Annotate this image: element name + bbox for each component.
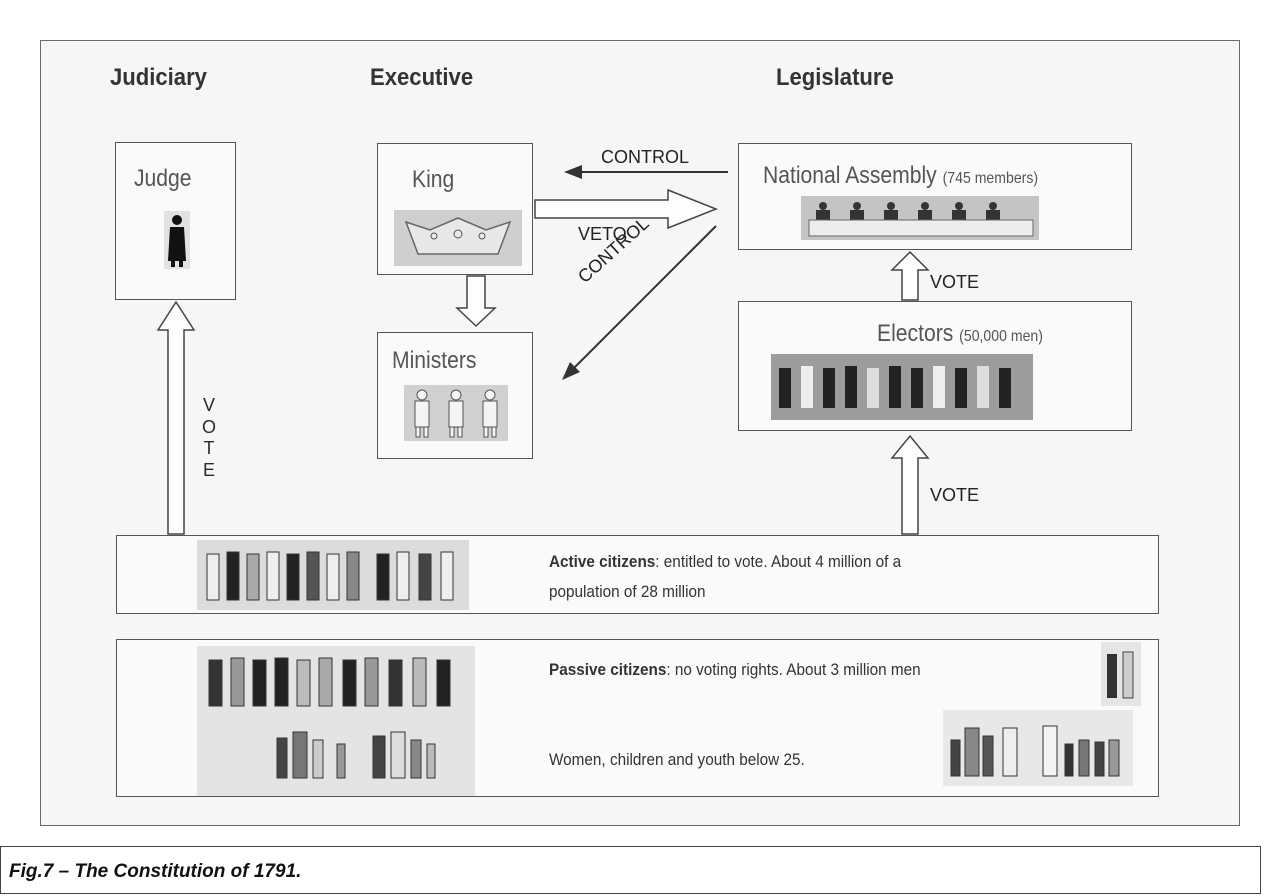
men-figures-icon <box>1101 642 1141 706</box>
assembly-members-icon <box>801 196 1039 240</box>
electors-label: Electors (50,000 men) <box>877 320 1043 348</box>
control-arrow-top <box>564 165 728 179</box>
active-citizens-text-line2: population of 28 million <box>549 582 706 601</box>
women-children-text: Women, children and youth below 25. <box>549 750 805 769</box>
caption-box: Fig.7 – The Constitution of 1791. <box>0 846 1261 894</box>
king-to-ministers-arrow <box>455 275 497 328</box>
control-label-top: CONTROL <box>601 147 690 167</box>
vote-letter-e: E <box>202 459 215 480</box>
active-citizens-figures-icon <box>197 540 469 610</box>
control-arrow-diagonal <box>562 225 717 380</box>
active-citizens-title: Active citizens <box>549 552 656 571</box>
national-assembly-label: National Assembly (745 members) <box>763 162 1038 190</box>
electors-figures-icon <box>771 354 1033 420</box>
crown-icon <box>394 210 522 266</box>
passive-citizens-text: Passive citizens: no voting rights. Abou… <box>549 660 921 680</box>
vote-label-assembly: VOTE <box>930 272 980 292</box>
passive-citizens-box: Passive citizens: no voting rights. Abou… <box>116 639 1159 797</box>
figure-caption: Fig.7 – The Constitution of 1791. <box>9 861 302 882</box>
electors-title: Electors <box>877 320 954 347</box>
electors-count: (50,000 men) <box>959 328 1043 345</box>
passive-citizens-desc: : no voting rights. About 3 million men <box>666 660 921 679</box>
king-label: King <box>412 166 455 193</box>
electors-box: Electors (50,000 men) <box>738 301 1132 431</box>
vote-letter-o: O <box>202 416 217 437</box>
heading-executive: Executive <box>370 64 474 91</box>
electors-to-assembly-arrow <box>890 250 930 301</box>
ministers-label: Ministers <box>392 347 477 374</box>
national-assembly-members: (745 members) <box>942 170 1039 187</box>
veto-label: VETO <box>578 224 627 244</box>
vote-letter-v: V <box>202 395 215 415</box>
vote-letter-t: T <box>203 438 215 458</box>
active-to-electors-arrow <box>890 434 930 535</box>
active-citizens-box: Active citizens: entitled to vote. About… <box>116 535 1159 614</box>
king-box: King <box>377 143 533 275</box>
veto-arrow <box>534 188 719 230</box>
active-citizens-text: Active citizens: entitled to vote. About… <box>549 552 901 572</box>
ministers-figures-icon <box>404 385 508 441</box>
vote-label-electors: VOTE <box>930 485 980 505</box>
judge-label: Judge <box>134 165 192 192</box>
passive-citizens-title: Passive citizens <box>549 660 667 679</box>
judge-box: Judge <box>115 142 236 300</box>
vote-label-judge: V O T E <box>202 395 216 481</box>
judge-figure-icon <box>164 211 190 269</box>
national-assembly-title: National Assembly <box>763 162 937 189</box>
active-citizens-desc: : entitled to vote. About 4 million of a <box>655 552 902 571</box>
passive-citizens-figures-icon <box>197 646 475 796</box>
heading-judiciary: Judiciary <box>110 64 207 91</box>
women-children-figures-icon <box>943 710 1133 786</box>
ministers-box: Ministers <box>377 332 533 459</box>
active-to-judge-arrow <box>156 300 196 535</box>
heading-legislature: Legislature <box>776 64 894 91</box>
national-assembly-box: National Assembly (745 members) <box>738 143 1132 250</box>
